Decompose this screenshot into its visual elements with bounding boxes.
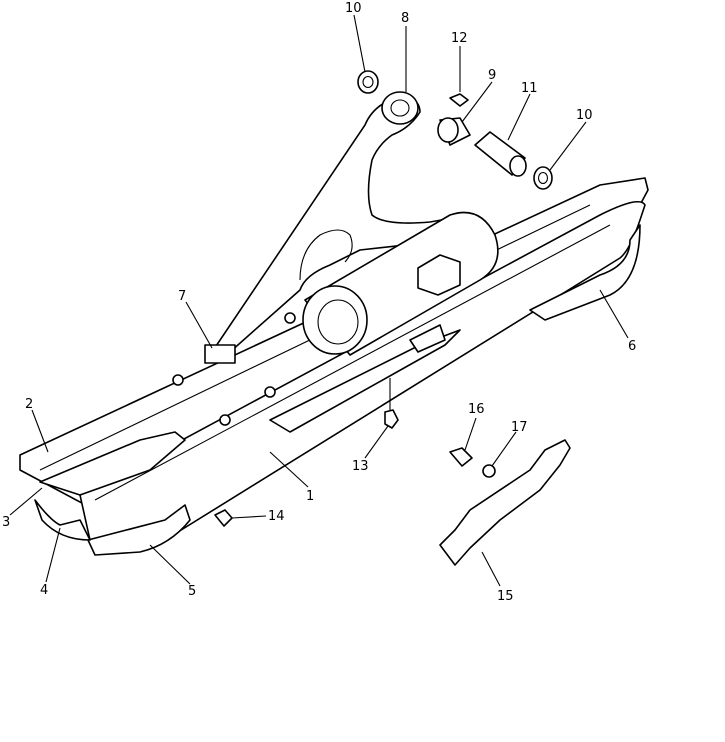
bolt-head [172,374,184,386]
label-6: 6 [628,339,636,354]
washer-part-17 [482,464,496,478]
bracket-part-7 [204,344,236,364]
side-cover-plate [269,329,461,433]
leader-lines [9,14,629,587]
label-16: 16 [468,402,485,417]
bolt-part-16 [449,447,473,467]
label-3: 3 [2,515,10,530]
label-17: 17 [511,420,528,435]
label-10-upper: 10 [345,1,362,16]
guard-plate-part-15 [439,439,571,566]
label-13: 13 [352,459,369,474]
label-9: 9 [488,68,496,83]
label-2: 2 [25,397,33,412]
label-12: 12 [451,31,468,46]
side-guard-part-6 [529,224,641,321]
label-4: 4 [40,583,48,598]
pin-part-11 [474,131,527,177]
bolt-part-13 [384,409,399,429]
label-5: 5 [188,584,196,599]
label-7: 7 [178,289,186,304]
seal-part-10-upper [357,70,379,94]
label-10-right: 10 [576,108,593,123]
label-8: 8 [401,11,409,26]
label-15: 15 [497,589,514,604]
side-guard-part-5 [87,504,191,556]
bushing-part-9 [437,117,471,146]
label-11: 11 [521,81,538,96]
label-14: 14 [268,509,285,524]
grease-fitting-part-12 [449,93,469,107]
bolt-head [219,414,231,426]
seal-part-10-right [533,166,553,190]
bolt-head [264,386,276,398]
guard-part-4 [34,499,91,541]
cover-plate-part-3 [39,431,186,496]
pivot-housing [302,211,499,356]
upper-arm-part-8 [209,91,471,356]
bolt-head [284,312,296,324]
bolt-part-14 [214,509,233,527]
small-plate [409,324,446,353]
label-1: 1 [306,489,314,504]
